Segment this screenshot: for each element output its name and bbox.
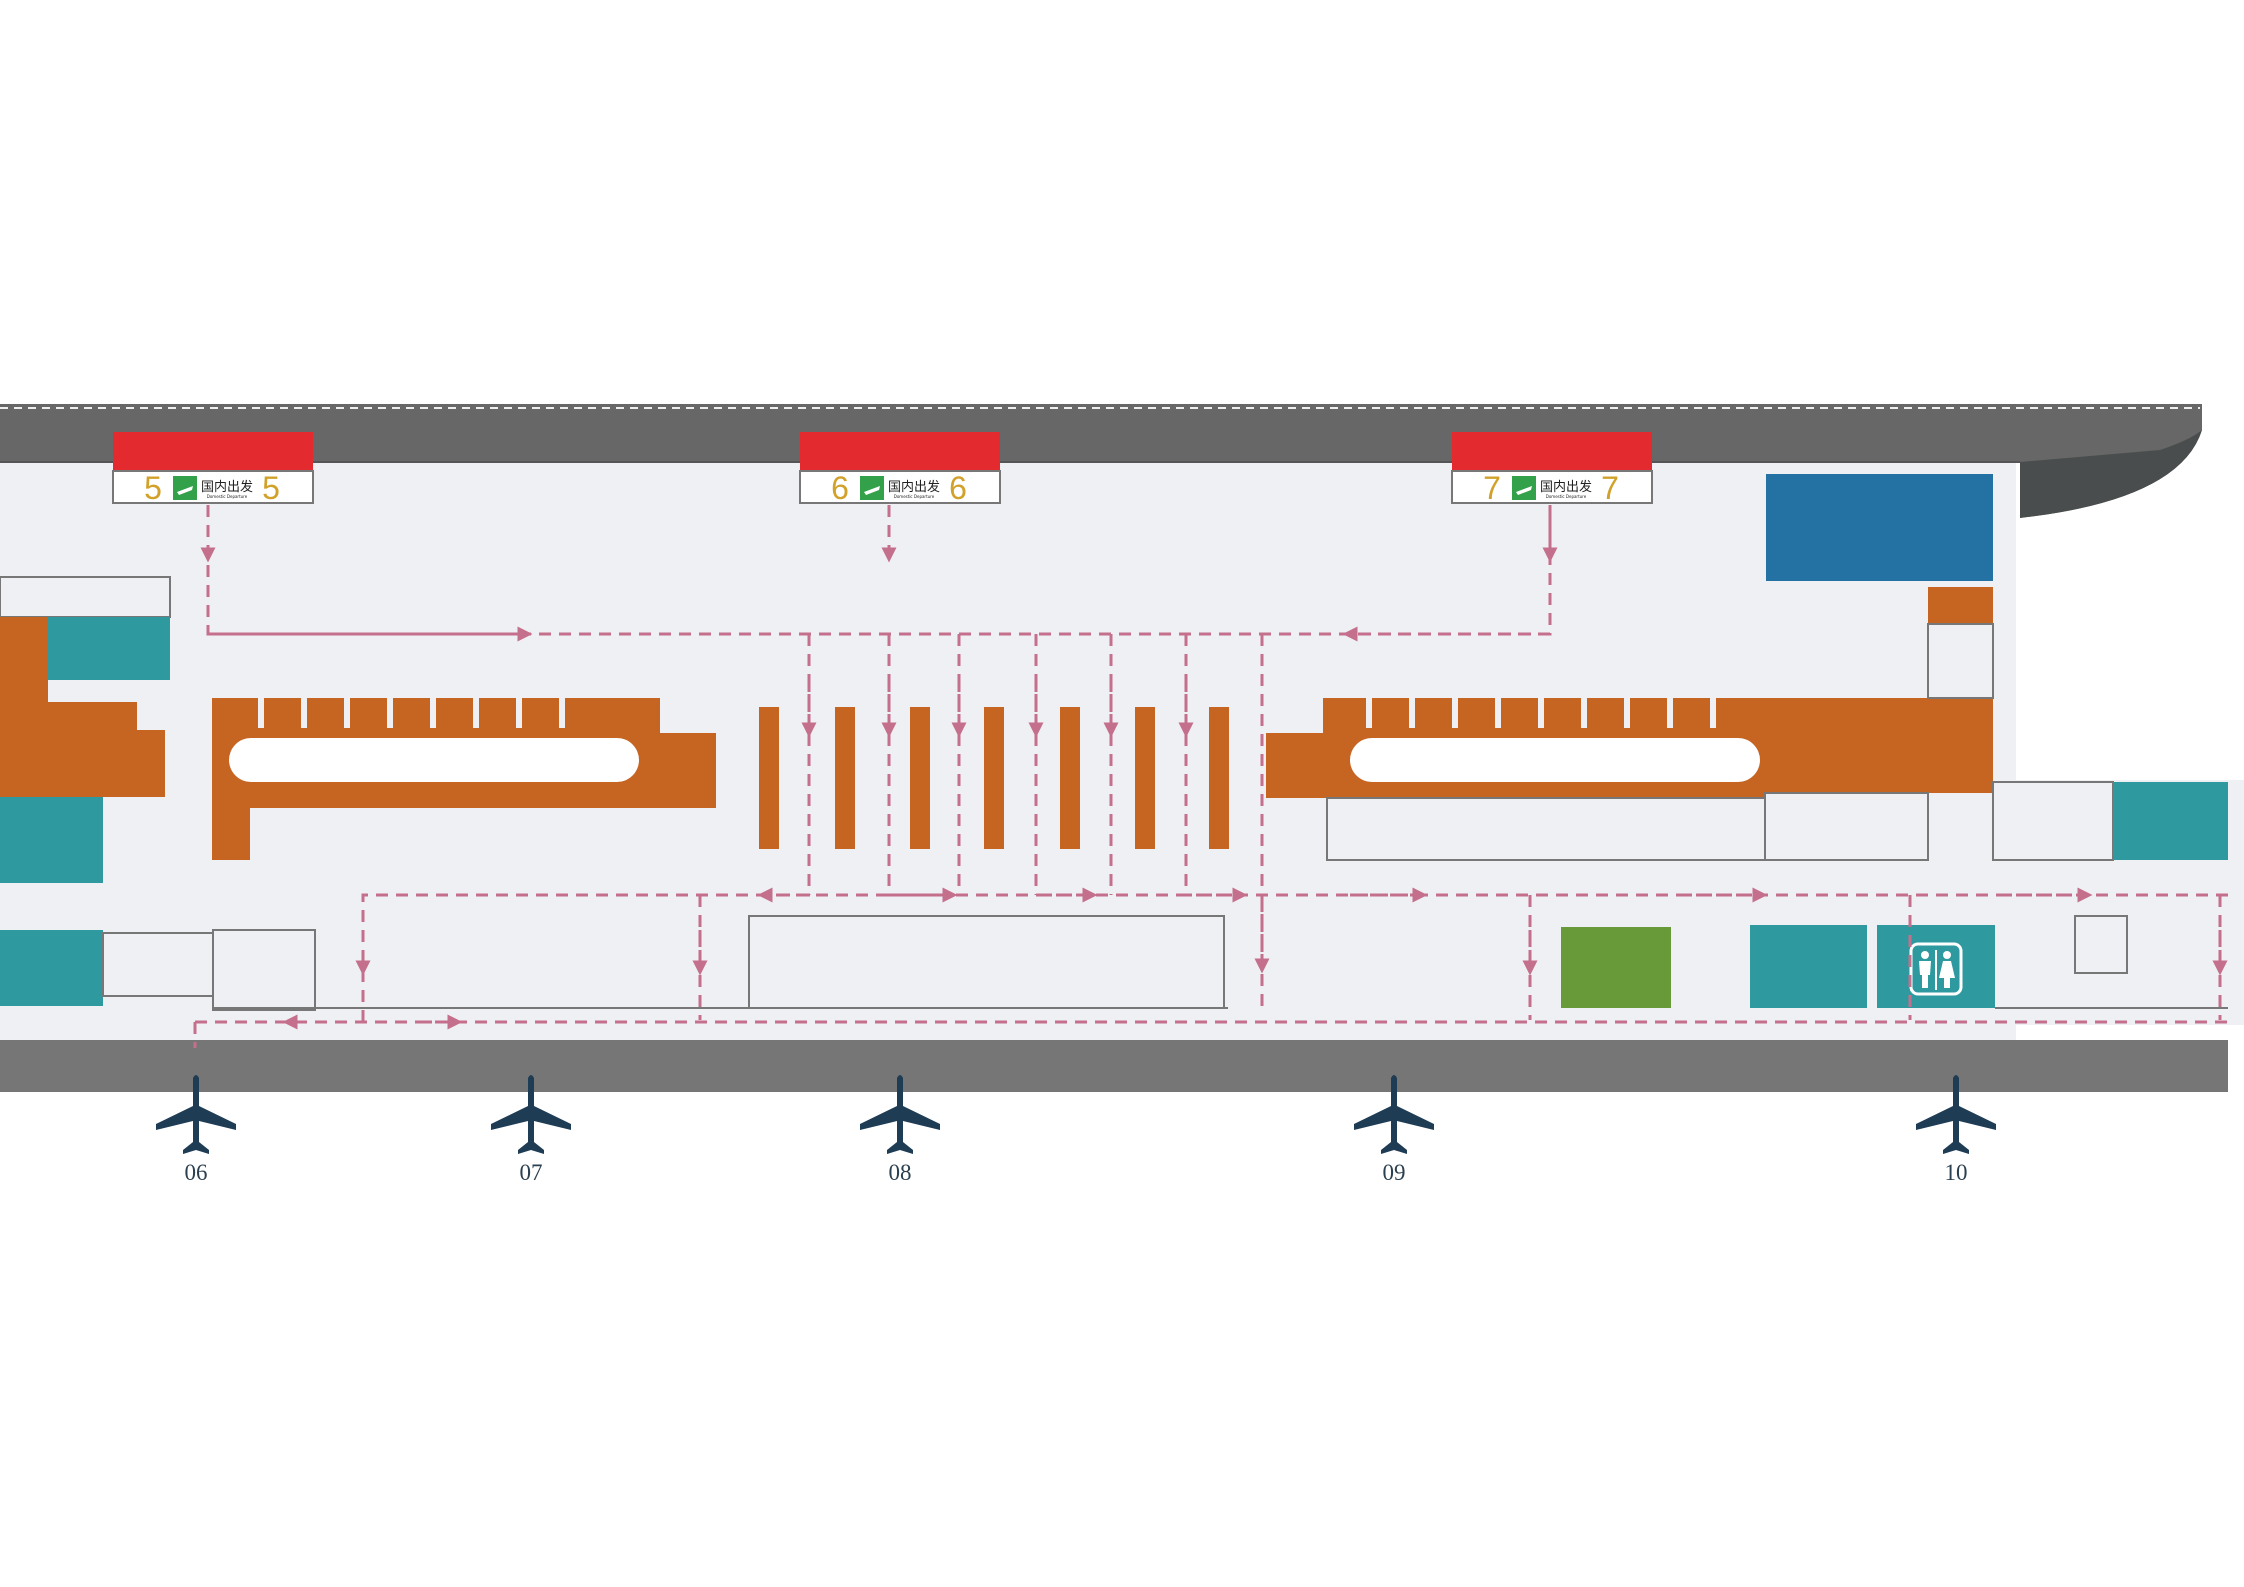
counter-gap [1624,698,1630,728]
teal-area [1750,925,1867,1008]
check-in-island-b [1266,698,1993,798]
gate-09[interactable]: 09 [1354,1075,1434,1185]
blue-area [1766,474,1993,581]
restroom-area [1877,925,1995,1008]
security-lane [1135,707,1155,849]
check-in-island-a [212,698,716,860]
gate-number: 06 [185,1160,208,1185]
counter-gap [1710,698,1716,728]
room-outline [212,929,316,1011]
counter-gap [1495,698,1501,728]
gate-06[interactable]: 06 [156,1075,236,1185]
counter-gap [1538,698,1544,728]
room-outline [1927,623,1994,699]
security-lane [910,707,930,849]
entrance-number: 5 [262,470,280,506]
teal-area [2113,782,2228,860]
counter-gap [344,698,350,728]
gate-number: 09 [1383,1160,1406,1185]
counter-gap [1667,698,1673,728]
check-in-counter-block [0,617,165,797]
entrance-sublabel: Domestic Departure [1546,494,1587,499]
green-area [1561,927,1671,1008]
counter-gap [516,698,522,728]
walking-routes [193,505,2228,1048]
gate-number: 07 [520,1160,543,1185]
airplane-icon [1354,1075,1434,1154]
security-lane [984,707,1004,849]
entrance-number: 7 [1483,470,1501,506]
departure-plane-icon [1512,476,1536,500]
entrance-label: 国内出发 [1540,479,1592,495]
roof-corner [2020,430,2202,518]
security-lane [1060,707,1080,849]
entrance-number: 5 [144,470,162,506]
entrance-label: 国内出发 [888,479,940,495]
entrance-number: 6 [831,470,849,506]
counter-gap [1581,698,1587,728]
teal-area [48,617,170,680]
gate-10[interactable]: 10 [1916,1075,1996,1185]
entrance-label: 国内出发 [201,479,253,495]
orange-area [1928,587,1993,624]
teal-area [0,930,103,1006]
room-outline [1764,792,1929,861]
security-lane [1209,707,1229,849]
counter-gap [1366,698,1372,728]
gate-number: 10 [1945,1160,1968,1185]
departure-plane-icon [173,476,197,500]
security-lane [759,707,779,849]
entrance-number: 7 [1601,470,1619,506]
entrance-number: 6 [949,470,967,506]
departure-plane-icon [860,476,884,500]
security-lanes [759,707,1229,849]
counter-gap [1409,698,1415,728]
restroom-icon [1909,942,1963,996]
gate-08[interactable]: 08 [860,1075,940,1185]
gate-07[interactable]: 07 [491,1075,571,1185]
airplane-icon [860,1075,940,1154]
counter-gap [258,698,264,728]
counter-gap [301,698,307,728]
entrance-sublabel: Domestic Departure [207,494,248,499]
security-lane [835,707,855,849]
teal-area [0,797,103,883]
counter-gap [473,698,479,728]
airplane-icon [156,1075,236,1154]
counter-gap [1452,698,1458,728]
room-outline [2074,915,2128,974]
counter-gap [387,698,393,728]
gate-number: 08 [889,1160,912,1185]
counter-gap [430,698,436,728]
airplane-icon [491,1075,571,1154]
airplane-icon [1916,1075,1996,1154]
apron-band [0,1040,2228,1092]
counter-gap [559,698,565,728]
entrance-sublabel: Domestic Departure [894,494,935,499]
